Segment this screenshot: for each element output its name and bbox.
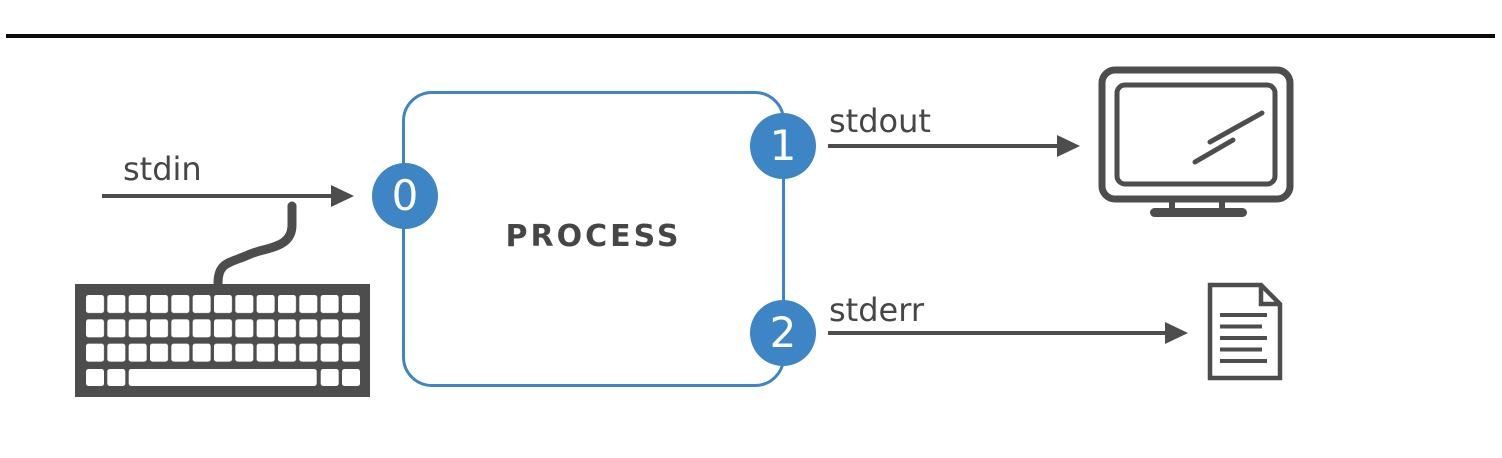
monitor-icon [1098,66,1294,217]
fd-badge-stdin: 0 [372,163,438,229]
stdin-arrow [102,185,354,207]
fd-badge-stderr: 2 [750,300,816,366]
top-rule [6,34,1495,38]
document-icon [1207,282,1283,381]
keyboard-icon [75,201,370,397]
stderr-label: stderr [829,291,924,329]
stderr-arrow [828,322,1188,344]
stdin-label: stdin [123,150,202,188]
process-label: PROCESS [505,219,682,254]
fd-badge-stdout: 1 [750,113,816,179]
stdout-arrow [828,135,1080,157]
stdout-label: stdout [829,102,931,140]
process-box [402,91,785,387]
